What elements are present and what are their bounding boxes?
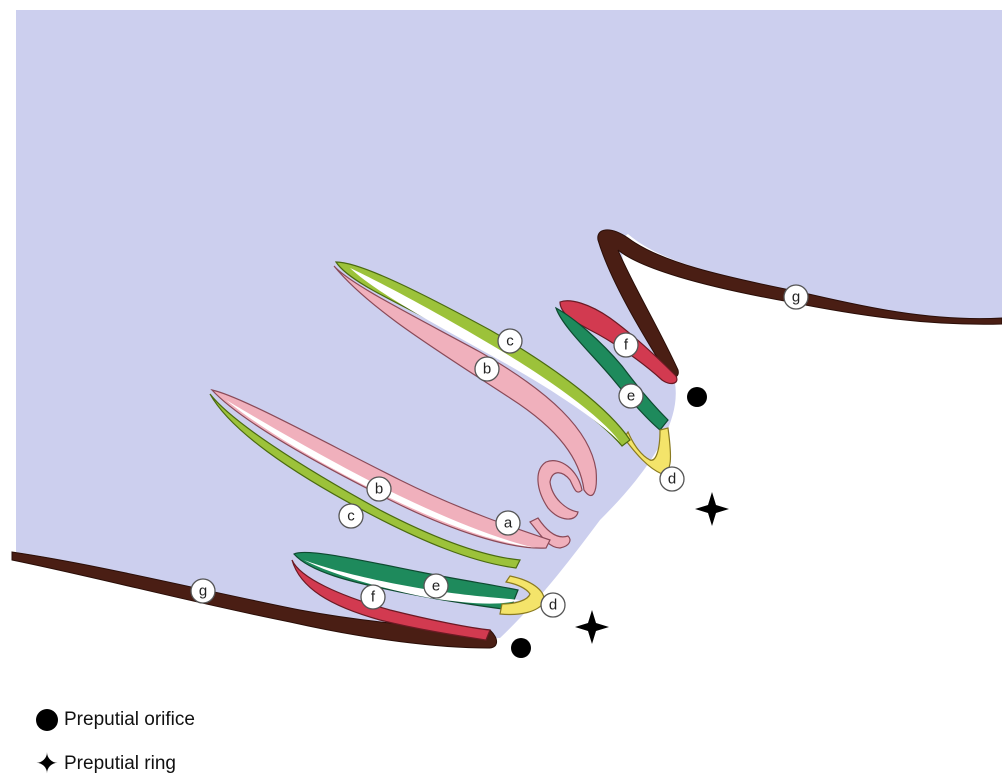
preputial-orifice-marker-lower	[511, 638, 531, 658]
legend-preputial-ring: ✦ Preputial ring	[30, 750, 176, 778]
legend-preputial-orifice: Preputial orifice	[30, 709, 195, 731]
preputial-orifice-marker-upper	[687, 387, 707, 407]
label-e-upper: e	[619, 384, 643, 408]
filled-circle-icon	[30, 709, 64, 731]
label-f-lower: f	[361, 585, 385, 609]
svg-text:a: a	[504, 515, 513, 532]
label-g-lower: g	[191, 579, 215, 603]
label-d-upper: d	[660, 467, 684, 491]
svg-text:b: b	[483, 361, 491, 378]
label-d-lower: d	[541, 593, 565, 617]
svg-text:e: e	[627, 388, 635, 405]
svg-text:g: g	[792, 289, 800, 306]
four-point-star-icon: ✦	[30, 750, 64, 778]
label-f-upper: f	[614, 333, 638, 357]
preputial-ring-marker-upper	[695, 492, 729, 526]
svg-text:g: g	[199, 583, 207, 600]
label-e-lower: e	[424, 574, 448, 598]
label-c-lower: c	[339, 504, 363, 528]
svg-text:d: d	[549, 597, 557, 614]
label-a: a	[496, 511, 520, 535]
svg-text:c: c	[506, 333, 514, 350]
label-b-upper: b	[475, 357, 499, 381]
preputial-ring-marker-lower	[575, 610, 609, 644]
legend-ring-label: Preputial ring	[64, 753, 176, 775]
label-b-lower: b	[367, 477, 391, 501]
svg-text:c: c	[347, 508, 355, 525]
label-c-upper: c	[498, 329, 522, 353]
svg-text:d: d	[668, 471, 676, 488]
label-g-upper: g	[784, 285, 808, 309]
svg-text:b: b	[375, 481, 383, 498]
svg-text:e: e	[432, 578, 440, 595]
legend-orifice-label: Preputial orifice	[64, 709, 195, 731]
